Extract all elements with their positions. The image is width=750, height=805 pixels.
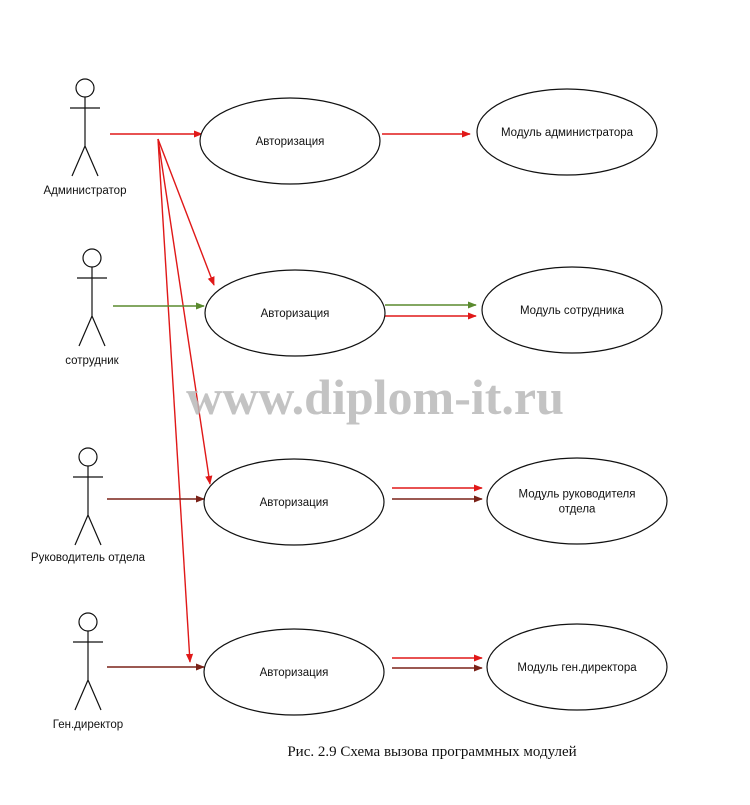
actor-figure-icon bbox=[70, 97, 100, 177]
edge-admin-to-auth2 bbox=[157, 138, 215, 286]
edge-admin-to-auth3 bbox=[157, 138, 213, 485]
module-label: Модуль сотрудника bbox=[520, 305, 625, 317]
nodes-layer: АвторизацияАвторизацияАвторизацияАвториз… bbox=[199, 88, 668, 716]
actor-label: Ген.директор bbox=[53, 719, 123, 731]
module-ellipse bbox=[486, 623, 668, 711]
actor-director: Ген.директор bbox=[53, 612, 123, 731]
node-mod2: Модуль сотрудника bbox=[481, 266, 663, 354]
actor-admin: Администратор bbox=[44, 78, 127, 197]
module-ellipse bbox=[486, 457, 668, 545]
auth-ellipse bbox=[204, 269, 386, 357]
node-mod4: Модуль ген.директора bbox=[486, 623, 668, 711]
node-mod3: Модуль руководителя отдела bbox=[486, 457, 668, 545]
node-auth1: Авторизация bbox=[199, 97, 381, 185]
actor-figure-icon bbox=[73, 631, 103, 711]
module-label: Модуль администратора bbox=[501, 127, 634, 139]
module-label: Модуль руководителя bbox=[519, 489, 636, 501]
node-mod1: Модуль администратора bbox=[476, 88, 658, 176]
actor-label: Руководитель отдела bbox=[31, 552, 146, 564]
actor-label: Администратор bbox=[44, 185, 127, 197]
module-label: отдела bbox=[559, 504, 596, 516]
edges-layer bbox=[107, 130, 483, 672]
actor-head-icon bbox=[82, 248, 102, 268]
node-auth2: Авторизация bbox=[204, 269, 386, 357]
node-auth4: Авторизация bbox=[203, 628, 385, 716]
auth-ellipse bbox=[203, 628, 385, 716]
auth-label: Авторизация bbox=[260, 667, 329, 679]
actor-head-icon bbox=[75, 78, 95, 98]
auth-label: Авторизация bbox=[256, 136, 325, 148]
module-label: Модуль ген.директора bbox=[517, 662, 637, 674]
actor-employee: сотрудник bbox=[65, 248, 120, 367]
watermark: www.diplom-it.ru bbox=[186, 369, 564, 425]
actor-label: сотрудник bbox=[65, 355, 119, 367]
edge-admin-to-auth4 bbox=[157, 138, 194, 663]
actor-head-icon bbox=[78, 612, 98, 632]
actor-figure-icon bbox=[73, 466, 103, 546]
auth-ellipse bbox=[199, 97, 381, 185]
auth-label: Авторизация bbox=[261, 308, 330, 320]
auth-label: Авторизация bbox=[260, 497, 329, 509]
node-auth3: Авторизация bbox=[203, 458, 385, 546]
figure-caption: Рис. 2.9 Схема вызова программных модуле… bbox=[287, 744, 576, 760]
actor-figure-icon bbox=[77, 267, 107, 347]
actor-head: Руководитель отдела bbox=[31, 447, 146, 564]
module-ellipse bbox=[476, 88, 658, 176]
module-ellipse bbox=[481, 266, 663, 354]
actor-head-icon bbox=[78, 447, 98, 467]
auth-ellipse bbox=[203, 458, 385, 546]
